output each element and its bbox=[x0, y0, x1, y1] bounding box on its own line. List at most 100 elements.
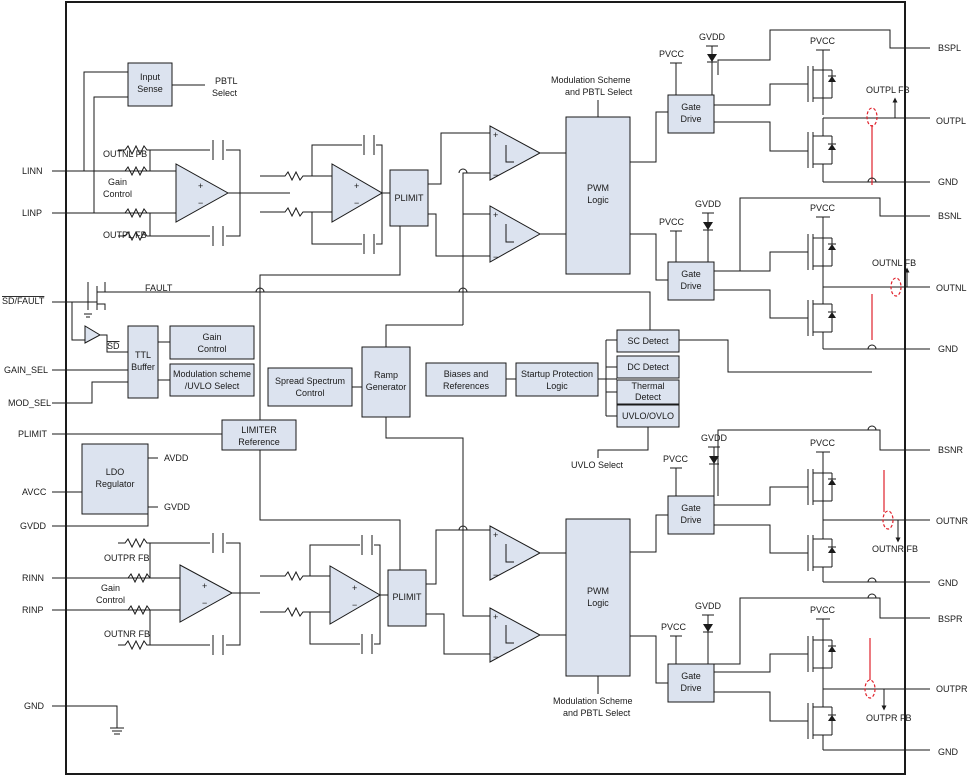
amp2-right: + − bbox=[260, 535, 388, 654]
gain-control-top-1: Gain bbox=[108, 177, 127, 187]
preamp-left-minus: − bbox=[198, 198, 203, 208]
pin-outnr: OUTNR bbox=[936, 516, 968, 526]
gain-control-bot-1: Gain bbox=[101, 583, 120, 593]
pin-linn: LINN bbox=[22, 166, 43, 176]
pin-outnl: OUTNL bbox=[936, 283, 967, 293]
pin-outpr: OUTPR bbox=[936, 684, 968, 694]
wire-hops bbox=[255, 168, 877, 599]
uvlo-ovlo: UVLO/OVLO bbox=[622, 411, 674, 421]
pwm-logic-bottom: PWM Logic bbox=[565, 518, 631, 677]
comp-t2-minus: − bbox=[493, 252, 498, 262]
preamp-right: + − bbox=[118, 533, 260, 655]
gvdd-tn: GVDD bbox=[695, 199, 722, 209]
avdd-label: AVDD bbox=[164, 453, 189, 463]
pwm-top-line2: Logic bbox=[587, 195, 609, 205]
gate-drive-tn: Gate Drive PVCC GVDD bbox=[630, 199, 722, 301]
pin-bspr: BSPR bbox=[938, 614, 963, 624]
output-bridge-outnl: PVCC OUTNL FB bbox=[714, 197, 930, 350]
pin-gnd: GND bbox=[24, 701, 45, 711]
gd-tn-2: Drive bbox=[680, 281, 701, 291]
pin-rinn: RINN bbox=[22, 573, 44, 583]
gd-br-2: Drive bbox=[680, 515, 701, 525]
pin-sd-fault: SD/FAULT bbox=[2, 296, 45, 306]
comp-t2-plus: + bbox=[493, 210, 498, 220]
pin-mod-sel: MOD_SEL bbox=[8, 398, 51, 408]
comp-b1-minus: − bbox=[493, 570, 498, 580]
preamp-right-plus: + bbox=[202, 581, 207, 591]
pin-plimit: PLIMIT bbox=[18, 429, 48, 439]
pvcc-bp-gd: PVCC bbox=[661, 622, 687, 632]
limiter-reference-block: LIMITER Reference bbox=[221, 419, 297, 451]
biases-2: References bbox=[443, 381, 490, 391]
gd-bp-1: Gate bbox=[681, 671, 701, 681]
gvdd-br: GVDD bbox=[701, 433, 728, 443]
pin-outpl: OUTPL bbox=[936, 116, 966, 126]
ramp-1: Ramp bbox=[374, 370, 398, 380]
gd-tn-1: Gate bbox=[681, 269, 701, 279]
protection-stack: SC Detect DC Detect Thermal Detect UVLO/… bbox=[616, 329, 680, 428]
ramp-2: Generator bbox=[366, 382, 407, 392]
thermal-2: Detect bbox=[635, 392, 662, 402]
output-bridge-outnr: PVCC OUTNR FB bbox=[714, 429, 930, 583]
pin-bspl: BSPL bbox=[938, 43, 961, 53]
amp2-left-plus: + bbox=[354, 181, 359, 191]
input-sense-block: Input Sense bbox=[127, 62, 173, 107]
biases-block: Biases and References bbox=[425, 362, 507, 397]
pin-gvdd: GVDD bbox=[20, 521, 47, 531]
comp-t1-plus: + bbox=[493, 130, 498, 140]
pwm-bot-line1: PWM bbox=[587, 586, 609, 596]
amp2-right-plus: + bbox=[352, 583, 357, 593]
pwm-bot-line2: Logic bbox=[587, 598, 609, 608]
pwm-top-line1: PWM bbox=[587, 183, 609, 193]
pin-gain-sel: GAIN_SEL bbox=[4, 365, 48, 375]
gc-box-2: Control bbox=[197, 344, 226, 354]
pin-avcc: AVCC bbox=[22, 487, 47, 497]
outnr-fb-in-label: OUTNR FB bbox=[104, 629, 150, 639]
ramp-generator-block: Ramp Generator bbox=[361, 346, 411, 418]
pvcc-br-gd: PVCC bbox=[663, 454, 689, 464]
limref-2: Reference bbox=[238, 437, 280, 447]
gd-tl-2: Drive bbox=[680, 114, 701, 124]
plimit-bot-label: PLIMIT bbox=[392, 592, 422, 602]
preamp-left-plus: + bbox=[198, 181, 203, 191]
comp-b2-minus: − bbox=[493, 652, 498, 662]
outnl-fb-in-label: OUTNL FB bbox=[103, 149, 147, 159]
outpr-fb-in-label: OUTPR FB bbox=[104, 553, 150, 563]
mod-box-2: /UVLO Select bbox=[185, 381, 240, 391]
gain-control-bot-2: Control bbox=[96, 595, 125, 605]
outpr-fb-label: OUTPR FB bbox=[866, 713, 912, 723]
plimit-top-block: PLIMIT bbox=[389, 169, 429, 227]
pin-gnd-3: GND bbox=[938, 578, 959, 588]
thermal-1: Thermal bbox=[631, 381, 664, 391]
ttl-1: TTL bbox=[135, 350, 151, 360]
output-bridge-outpl: PVCC OUTPL FB bbox=[714, 29, 930, 183]
plimit-top-label: PLIMIT bbox=[394, 193, 424, 203]
modulation-uvlo-box: Modulation scheme /UVLO Select bbox=[169, 363, 255, 397]
pbtl-select-line1: PBTL bbox=[215, 76, 238, 86]
chip-border bbox=[65, 1, 906, 775]
ss-2: Control bbox=[295, 388, 324, 398]
pvcc-tn-gd: PVCC bbox=[659, 217, 685, 227]
amp2-right-minus: − bbox=[352, 600, 357, 610]
gc-box-1: Gain bbox=[202, 332, 221, 342]
gate-drive-bp: Gate Drive PVCC GVDD bbox=[630, 601, 722, 703]
feedback-taps bbox=[864, 107, 902, 699]
comparator-bot-2: + − bbox=[489, 607, 542, 663]
gvdd-bp: GVDD bbox=[695, 601, 722, 611]
ss-1: Spread Spectrum bbox=[275, 376, 345, 386]
fault-net: FAULT SD bbox=[71, 282, 651, 353]
ttl-2: Buffer bbox=[131, 362, 155, 372]
outnr-fb-label: OUTNR FB bbox=[872, 544, 918, 554]
pin-linp: LINP bbox=[22, 208, 42, 218]
pwm-logic-top: PWM Logic bbox=[565, 116, 631, 275]
comp-t1-minus: − bbox=[493, 170, 498, 180]
left-pins: LINN LINP SD/FAULT GAIN_SEL MOD_SEL PLIM… bbox=[2, 166, 51, 711]
pin-bsnl: BSNL bbox=[938, 211, 962, 221]
spread-spectrum-block: Spread Spectrum Control bbox=[267, 367, 353, 407]
uvlo-select-label: UVLO Select bbox=[571, 460, 624, 470]
dc-detect: DC Detect bbox=[627, 362, 669, 372]
gate-drive-br: Gate Drive PVCC GVDD bbox=[630, 433, 728, 553]
gate-drive-tl: Gate Drive PVCC GVDD bbox=[630, 32, 726, 163]
right-pins: BSPL OUTPL GND BSNL OUTNL GND BSNR OUTNR… bbox=[936, 43, 968, 757]
